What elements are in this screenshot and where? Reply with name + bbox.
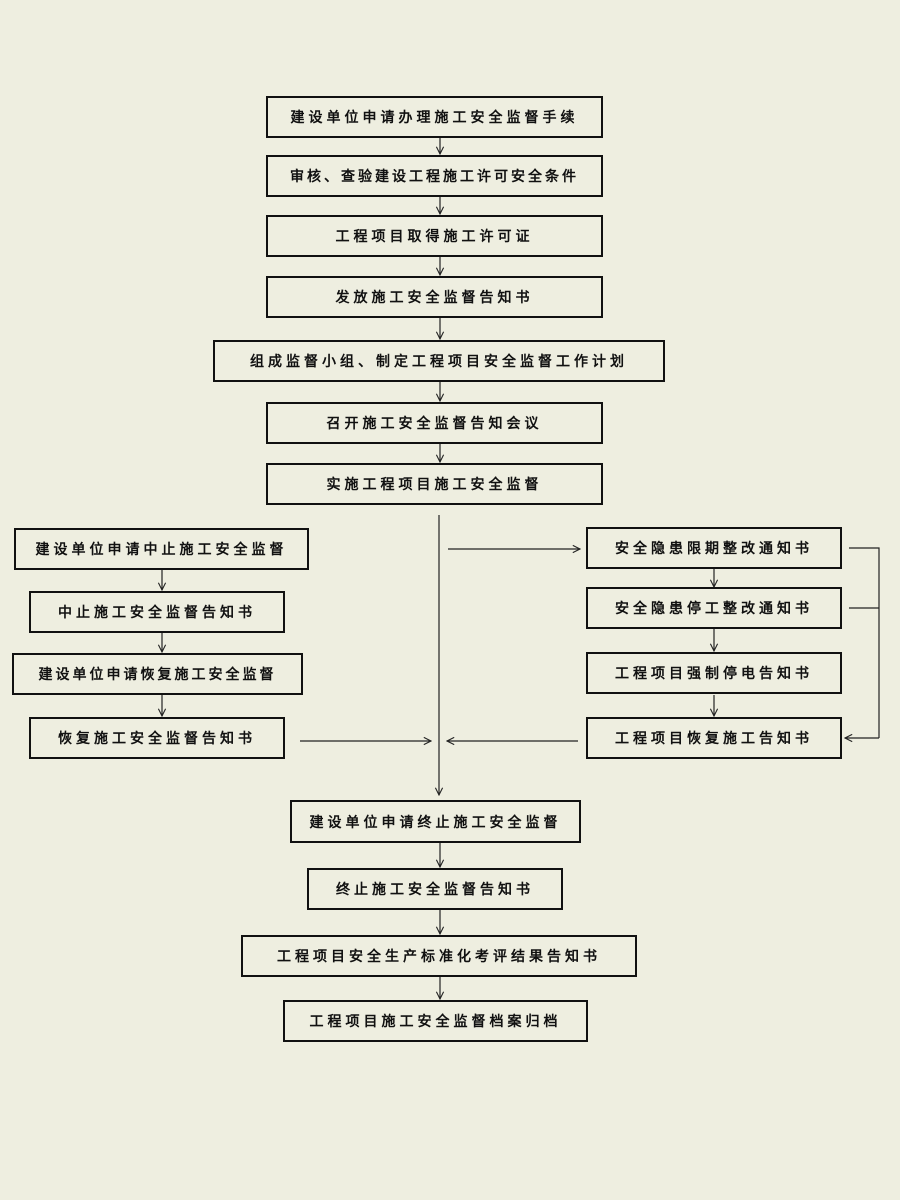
end-step-2: 终止施工安全监督告知书 (307, 868, 563, 910)
main-step-6: 召开施工安全监督告知会议 (266, 402, 603, 444)
main-step-7: 实施工程项目施工安全监督 (266, 463, 603, 505)
right-step-2: 安全隐患停工整改通知书 (586, 587, 842, 629)
end-step-4: 工程项目施工安全监督档案归档 (283, 1000, 588, 1042)
left-step-3: 建设单位申请恢复施工安全监督 (12, 653, 303, 695)
main-step-3: 工程项目取得施工许可证 (266, 215, 603, 257)
main-step-5: 组成监督小组、制定工程项目安全监督工作计划 (213, 340, 665, 382)
right-bracket-line (849, 547, 880, 738)
left-step-4: 恢复施工安全监督告知书 (29, 717, 285, 759)
right-step-4: 工程项目恢复施工告知书 (586, 717, 842, 759)
main-step-1: 建设单位申请办理施工安全监督手续 (266, 96, 603, 138)
main-step-4: 发放施工安全监督告知书 (266, 276, 603, 318)
end-step-3: 工程项目安全生产标准化考评结果告知书 (241, 935, 637, 977)
left-step-1: 建设单位申请中止施工安全监督 (14, 528, 309, 570)
right-step-1: 安全隐患限期整改通知书 (586, 527, 842, 569)
end-step-1: 建设单位申请终止施工安全监督 (290, 800, 581, 843)
left-step-2: 中止施工安全监督告知书 (29, 591, 285, 633)
main-step-2: 审核、查验建设工程施工许可安全条件 (266, 155, 603, 197)
right-step-3: 工程项目强制停电告知书 (586, 652, 842, 694)
